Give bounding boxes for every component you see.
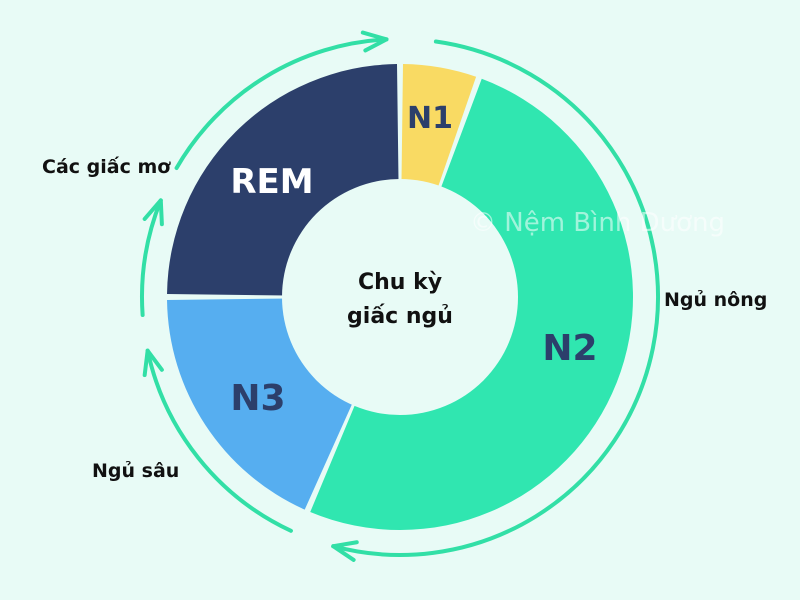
- center-title: Chu kỳ giấc ngủ: [300, 266, 500, 334]
- center-title-line1: Chu kỳ: [357, 270, 443, 295]
- center-title-line2: giấc ngủ: [347, 304, 453, 329]
- arrow-left-head-icon: [142, 198, 164, 227]
- arrow-right-head-icon: [331, 540, 359, 562]
- arrow-top-head-icon: [360, 30, 389, 53]
- donut-center: [282, 179, 518, 415]
- segment-rem: [167, 64, 399, 296]
- donut-segments: [167, 64, 633, 530]
- segment-n1: [401, 64, 477, 192]
- arrow-right: [331, 39, 660, 557]
- watermark: © Nệm Bình Dương: [470, 208, 725, 238]
- segment-n3: [167, 298, 355, 510]
- arrow-bottom-left-head-icon: [142, 348, 164, 378]
- annotation-dreams: Các giấc mơ: [42, 156, 171, 178]
- annotation-deep-sleep: Ngủ sâu: [92, 460, 180, 482]
- arrow-bottom-left: [145, 348, 293, 533]
- cycle-arrows: [140, 30, 660, 562]
- segment-label-n3: N3: [230, 378, 285, 419]
- segment-label-n1: N1: [407, 101, 453, 136]
- arrow-top: [174, 37, 389, 170]
- segment-n2: [310, 78, 633, 530]
- arrow-left: [140, 198, 163, 317]
- segment-label-n2: N2: [542, 328, 597, 369]
- segment-label-rem: REM: [230, 162, 313, 202]
- annotation-light-sleep: Ngủ nông: [664, 289, 768, 311]
